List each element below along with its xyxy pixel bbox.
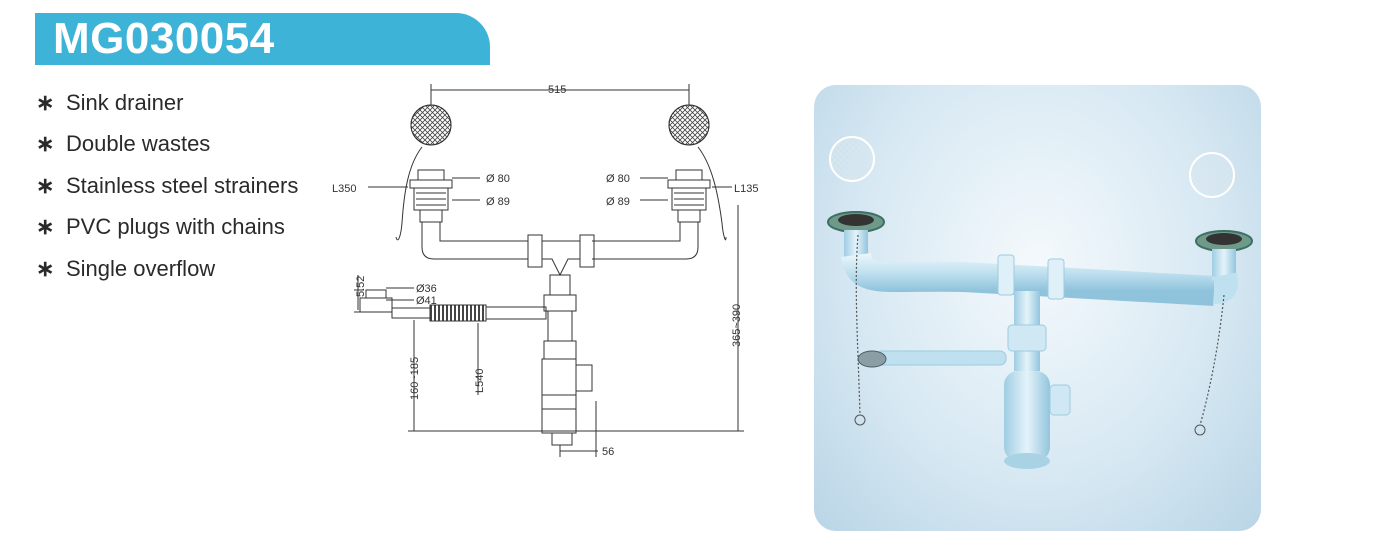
feature-text: PVC plugs with chains bbox=[66, 214, 285, 240]
bullet-star-icon: ∗ bbox=[36, 172, 55, 198]
bullet-star-icon: ∗ bbox=[36, 255, 55, 281]
feature-item: ∗ Sink drainer bbox=[36, 82, 298, 124]
feature-item: ∗ Single overflow bbox=[36, 248, 298, 290]
model-code: MG030054 bbox=[53, 14, 275, 63]
dimension-left-d80: Ø 80 bbox=[486, 173, 510, 185]
feature-text: Sink drainer bbox=[66, 89, 184, 115]
dimension-365-390: 365~390 bbox=[731, 304, 743, 347]
feature-item: ∗ Stainless steel strainers bbox=[36, 165, 298, 207]
dimension-56: 56 bbox=[602, 446, 614, 458]
bullet-star-icon: ∗ bbox=[36, 89, 55, 115]
feature-list: ∗ Sink drainer ∗ Double wastes ∗ Stainless … bbox=[36, 82, 298, 290]
technical-drawing: 515 L350 L135 Ø 80 Ø 89 Ø 80 Ø 89 5.52 Ø… bbox=[332, 84, 758, 458]
feature-text: Stainless steel strainers bbox=[66, 172, 299, 198]
dimension-l540: L540 bbox=[474, 369, 486, 393]
bullet-star-icon: ∗ bbox=[36, 214, 55, 240]
dimension-d41: Ø41 bbox=[416, 295, 437, 307]
feature-item: ∗ PVC plugs with chains bbox=[36, 207, 298, 249]
dimension-160-185: 160~185 bbox=[409, 357, 421, 400]
dimension-l135: L135 bbox=[734, 183, 758, 195]
dimension-right-d80: Ø 80 bbox=[606, 173, 630, 185]
dimension-515: 515 bbox=[548, 84, 566, 96]
feature-item: ∗ Double wastes bbox=[36, 124, 298, 166]
dimension-5-52: 5.52 bbox=[355, 276, 367, 297]
dimension-d36: Ø36 bbox=[416, 283, 437, 295]
feature-text: Double wastes bbox=[66, 131, 211, 157]
product-photo bbox=[814, 85, 1261, 531]
dimension-left-d89: Ø 89 bbox=[486, 196, 510, 208]
bullet-star-icon: ∗ bbox=[36, 131, 55, 157]
title-banner: MG030054 bbox=[35, 13, 490, 65]
feature-text: Single overflow bbox=[66, 255, 216, 281]
dimension-l350: L350 bbox=[332, 183, 356, 195]
dimension-right-d89: Ø 89 bbox=[606, 196, 630, 208]
